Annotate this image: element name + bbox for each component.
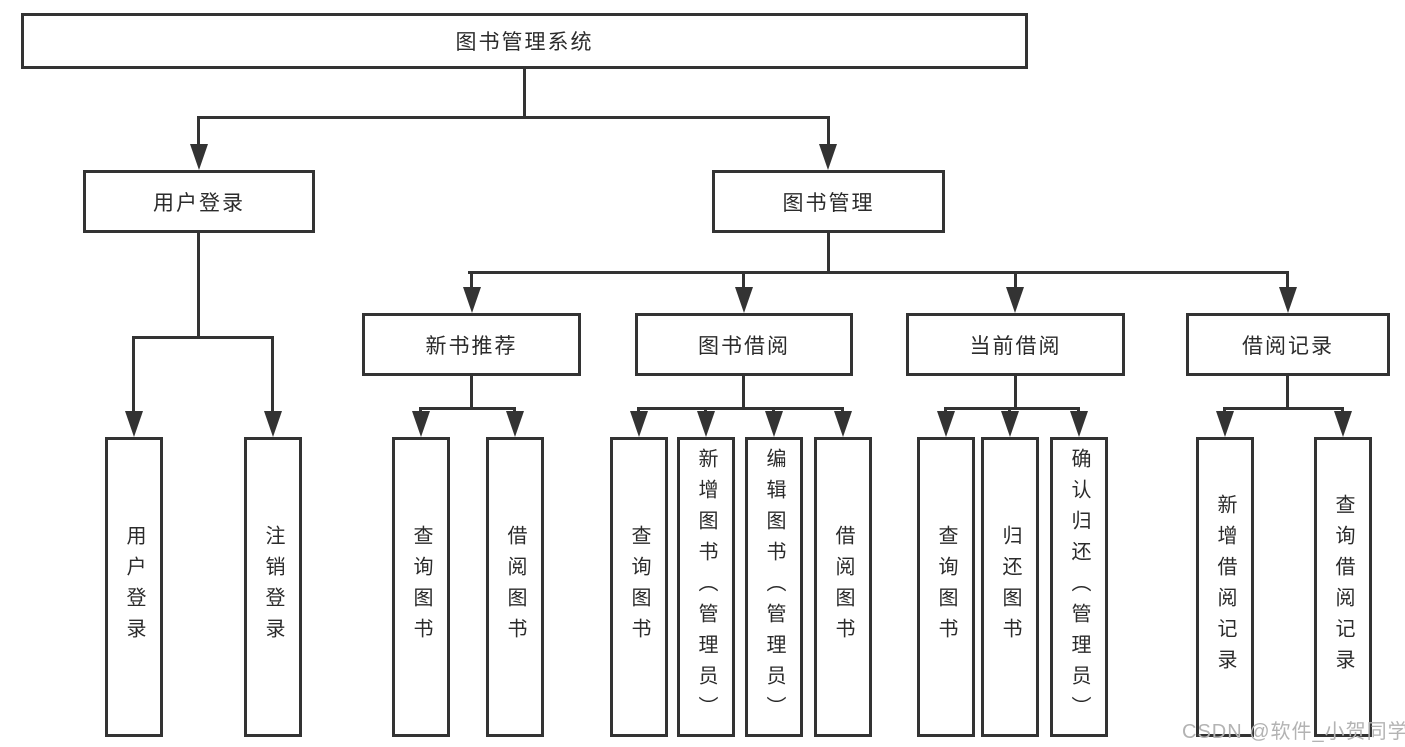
connector-vline	[827, 116, 830, 150]
node-label: 注销登录	[262, 525, 284, 649]
arrowhead-down	[190, 144, 208, 170]
arrowhead-down	[1001, 411, 1019, 437]
node-book-management: 图书管理	[712, 170, 945, 233]
connector-hline	[1223, 407, 1344, 410]
arrowhead-down	[1216, 411, 1234, 437]
connector-hline	[637, 407, 844, 410]
node-label: 借阅图书	[504, 525, 526, 649]
arrowhead-down	[1006, 287, 1024, 313]
node-label: 用户登录	[123, 525, 145, 649]
arrowhead-down	[834, 411, 852, 437]
node-label: 图书管理系统	[455, 31, 594, 54]
connector-hline	[468, 271, 1289, 274]
connector-vline	[1286, 271, 1289, 293]
node-label: 借阅记录	[1242, 334, 1334, 358]
connector-vline	[132, 336, 135, 416]
connector-hline	[132, 336, 274, 339]
leaf-query-books-borrowing: 查询图书	[610, 437, 668, 737]
node-borrowing-records: 借阅记录	[1186, 313, 1390, 376]
connector-hline	[419, 407, 516, 410]
watermark: CSDN @软件_小贺同学	[1182, 721, 1405, 743]
node-label: 确认归还（管理员）	[1068, 447, 1090, 727]
node-label: 查询图书	[628, 525, 650, 649]
arrowhead-down	[1334, 411, 1352, 437]
arrowhead-down	[1070, 411, 1088, 437]
node-label: 查询图书	[935, 525, 957, 649]
connector-vline	[470, 271, 473, 293]
node-book-borrowing: 图书借阅	[635, 313, 853, 376]
arrowhead-down	[735, 287, 753, 313]
leaf-add-books-admin: 新增图书（管理员）	[677, 437, 735, 737]
node-label: 查询图书	[410, 525, 432, 649]
arrowhead-down	[765, 411, 783, 437]
arrowhead-down	[937, 411, 955, 437]
leaf-query-borrow-record: 查询借阅记录	[1314, 437, 1372, 737]
connector-vline	[197, 116, 200, 150]
leaf-borrow-books-recommend: 借阅图书	[486, 437, 544, 737]
node-label: 查询借阅记录	[1332, 494, 1354, 680]
arrowhead-down	[412, 411, 430, 437]
leaf-query-books-current: 查询图书	[917, 437, 975, 737]
arrowhead-down	[125, 411, 143, 437]
connector-vline	[1014, 271, 1017, 293]
arrowhead-down	[630, 411, 648, 437]
arrowhead-down	[463, 287, 481, 313]
leaf-query-books-recommend: 查询图书	[392, 437, 450, 737]
arrowhead-down	[506, 411, 524, 437]
arrowhead-down	[819, 144, 837, 170]
arrowhead-down	[1279, 287, 1297, 313]
leaf-borrow-books-borrowing: 借阅图书	[814, 437, 872, 737]
node-label: 新增图书（管理员）	[695, 447, 717, 727]
connector-vline	[271, 336, 274, 416]
node-label: 图书借阅	[698, 334, 790, 358]
leaf-add-borrow-record: 新增借阅记录	[1196, 437, 1254, 737]
node-label: 图书管理	[782, 191, 875, 215]
node-label: 借阅图书	[832, 525, 854, 649]
node-label: 用户登录	[153, 191, 245, 215]
leaf-return-books: 归还图书	[981, 437, 1039, 737]
leaf-logout-login: 注销登录	[244, 437, 302, 737]
arrowhead-down	[264, 411, 282, 437]
leaf-user-login: 用户登录	[105, 437, 163, 737]
node-current-borrowing: 当前借阅	[906, 313, 1125, 376]
connector-vline	[742, 271, 745, 293]
connector-vline	[197, 232, 200, 338]
leaf-edit-books-admin: 编辑图书（管理员）	[745, 437, 803, 737]
leaf-confirm-return-admin: 确认归还（管理员）	[1050, 437, 1108, 737]
connector-vline	[1014, 375, 1017, 409]
node-label: 编辑图书（管理员）	[763, 447, 785, 727]
connector-hline	[197, 116, 830, 119]
connector-vline	[827, 232, 830, 273]
connector-vline	[470, 375, 473, 409]
node-label: 新增借阅记录	[1214, 494, 1236, 680]
connector-vline	[1286, 375, 1289, 409]
node-label: 新书推荐	[425, 334, 518, 358]
node-label: 当前借阅	[969, 334, 1062, 358]
node-label: 归还图书	[999, 525, 1021, 649]
node-new-book-recommend: 新书推荐	[362, 313, 581, 376]
arrowhead-down	[697, 411, 715, 437]
node-user-login: 用户登录	[83, 170, 315, 233]
connector-hline	[944, 407, 1080, 410]
connector-vline	[742, 375, 745, 409]
connector-vline	[523, 68, 526, 118]
node-library-system: 图书管理系统	[21, 13, 1028, 69]
